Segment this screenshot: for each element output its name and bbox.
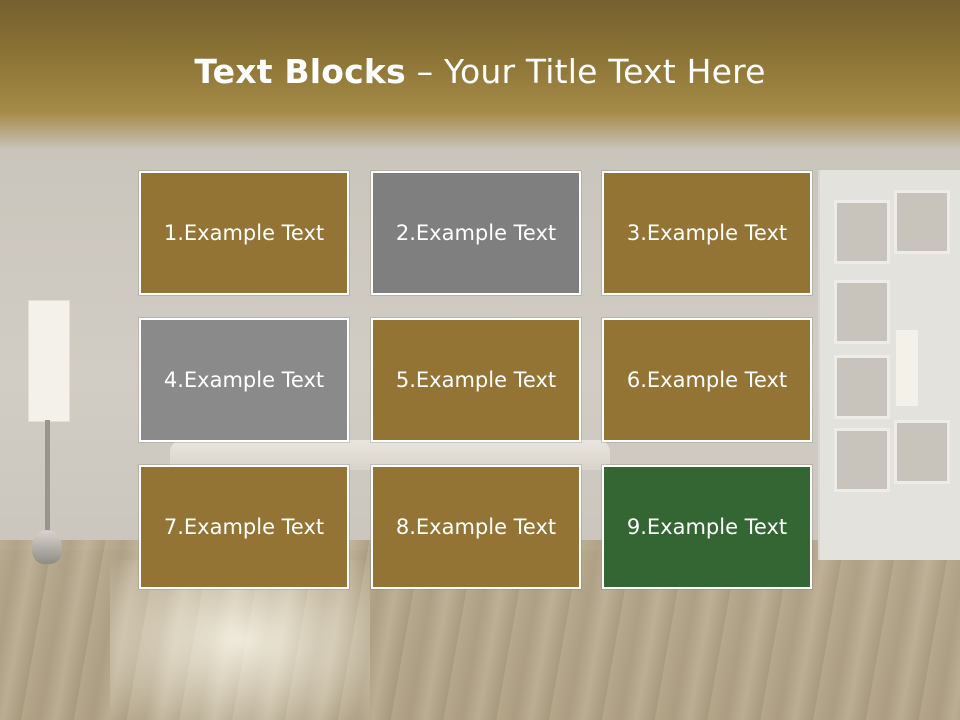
title-bold-part: Text Blocks — [194, 52, 406, 91]
wall-cabinet — [818, 170, 960, 560]
text-block-9[interactable]: 9.Example Text — [602, 465, 812, 589]
text-block-label: 9.Example Text — [626, 515, 788, 539]
slide-title: Text Blocks – Your Title Text Here — [0, 52, 960, 91]
floor-lamp-pole — [45, 420, 50, 540]
wall-lamp — [896, 330, 918, 406]
cabinet-panel — [834, 200, 890, 264]
cabinet-panel — [894, 420, 950, 484]
text-block-label: 5.Example Text — [395, 368, 557, 392]
text-block-7[interactable]: 7.Example Text — [139, 465, 349, 589]
text-block-4[interactable]: 4.Example Text — [139, 318, 349, 442]
text-block-2[interactable]: 2.Example Text — [371, 171, 581, 295]
cabinet-panel — [894, 190, 950, 254]
text-block-label: 8.Example Text — [395, 515, 557, 539]
text-block-3[interactable]: 3.Example Text — [602, 171, 812, 295]
text-block-label: 4.Example Text — [163, 368, 325, 392]
text-block-label: 1.Example Text — [163, 221, 325, 245]
text-block-8[interactable]: 8.Example Text — [371, 465, 581, 589]
title-rest: Your Title Text Here — [443, 52, 766, 91]
floor-lamp-shade — [28, 300, 70, 422]
title-band — [0, 0, 960, 150]
text-block-label: 6.Example Text — [626, 368, 788, 392]
text-block-5[interactable]: 5.Example Text — [371, 318, 581, 442]
floor-lamp-base — [32, 530, 62, 564]
text-block-label: 3.Example Text — [626, 221, 788, 245]
cabinet-panel — [834, 280, 890, 344]
title-dash: – — [405, 52, 444, 91]
text-block-1[interactable]: 1.Example Text — [139, 171, 349, 295]
text-block-6[interactable]: 6.Example Text — [602, 318, 812, 442]
text-block-label: 7.Example Text — [163, 515, 325, 539]
text-block-label: 2.Example Text — [395, 221, 557, 245]
cabinet-panel — [834, 428, 890, 492]
cabinet-panel — [834, 355, 890, 419]
